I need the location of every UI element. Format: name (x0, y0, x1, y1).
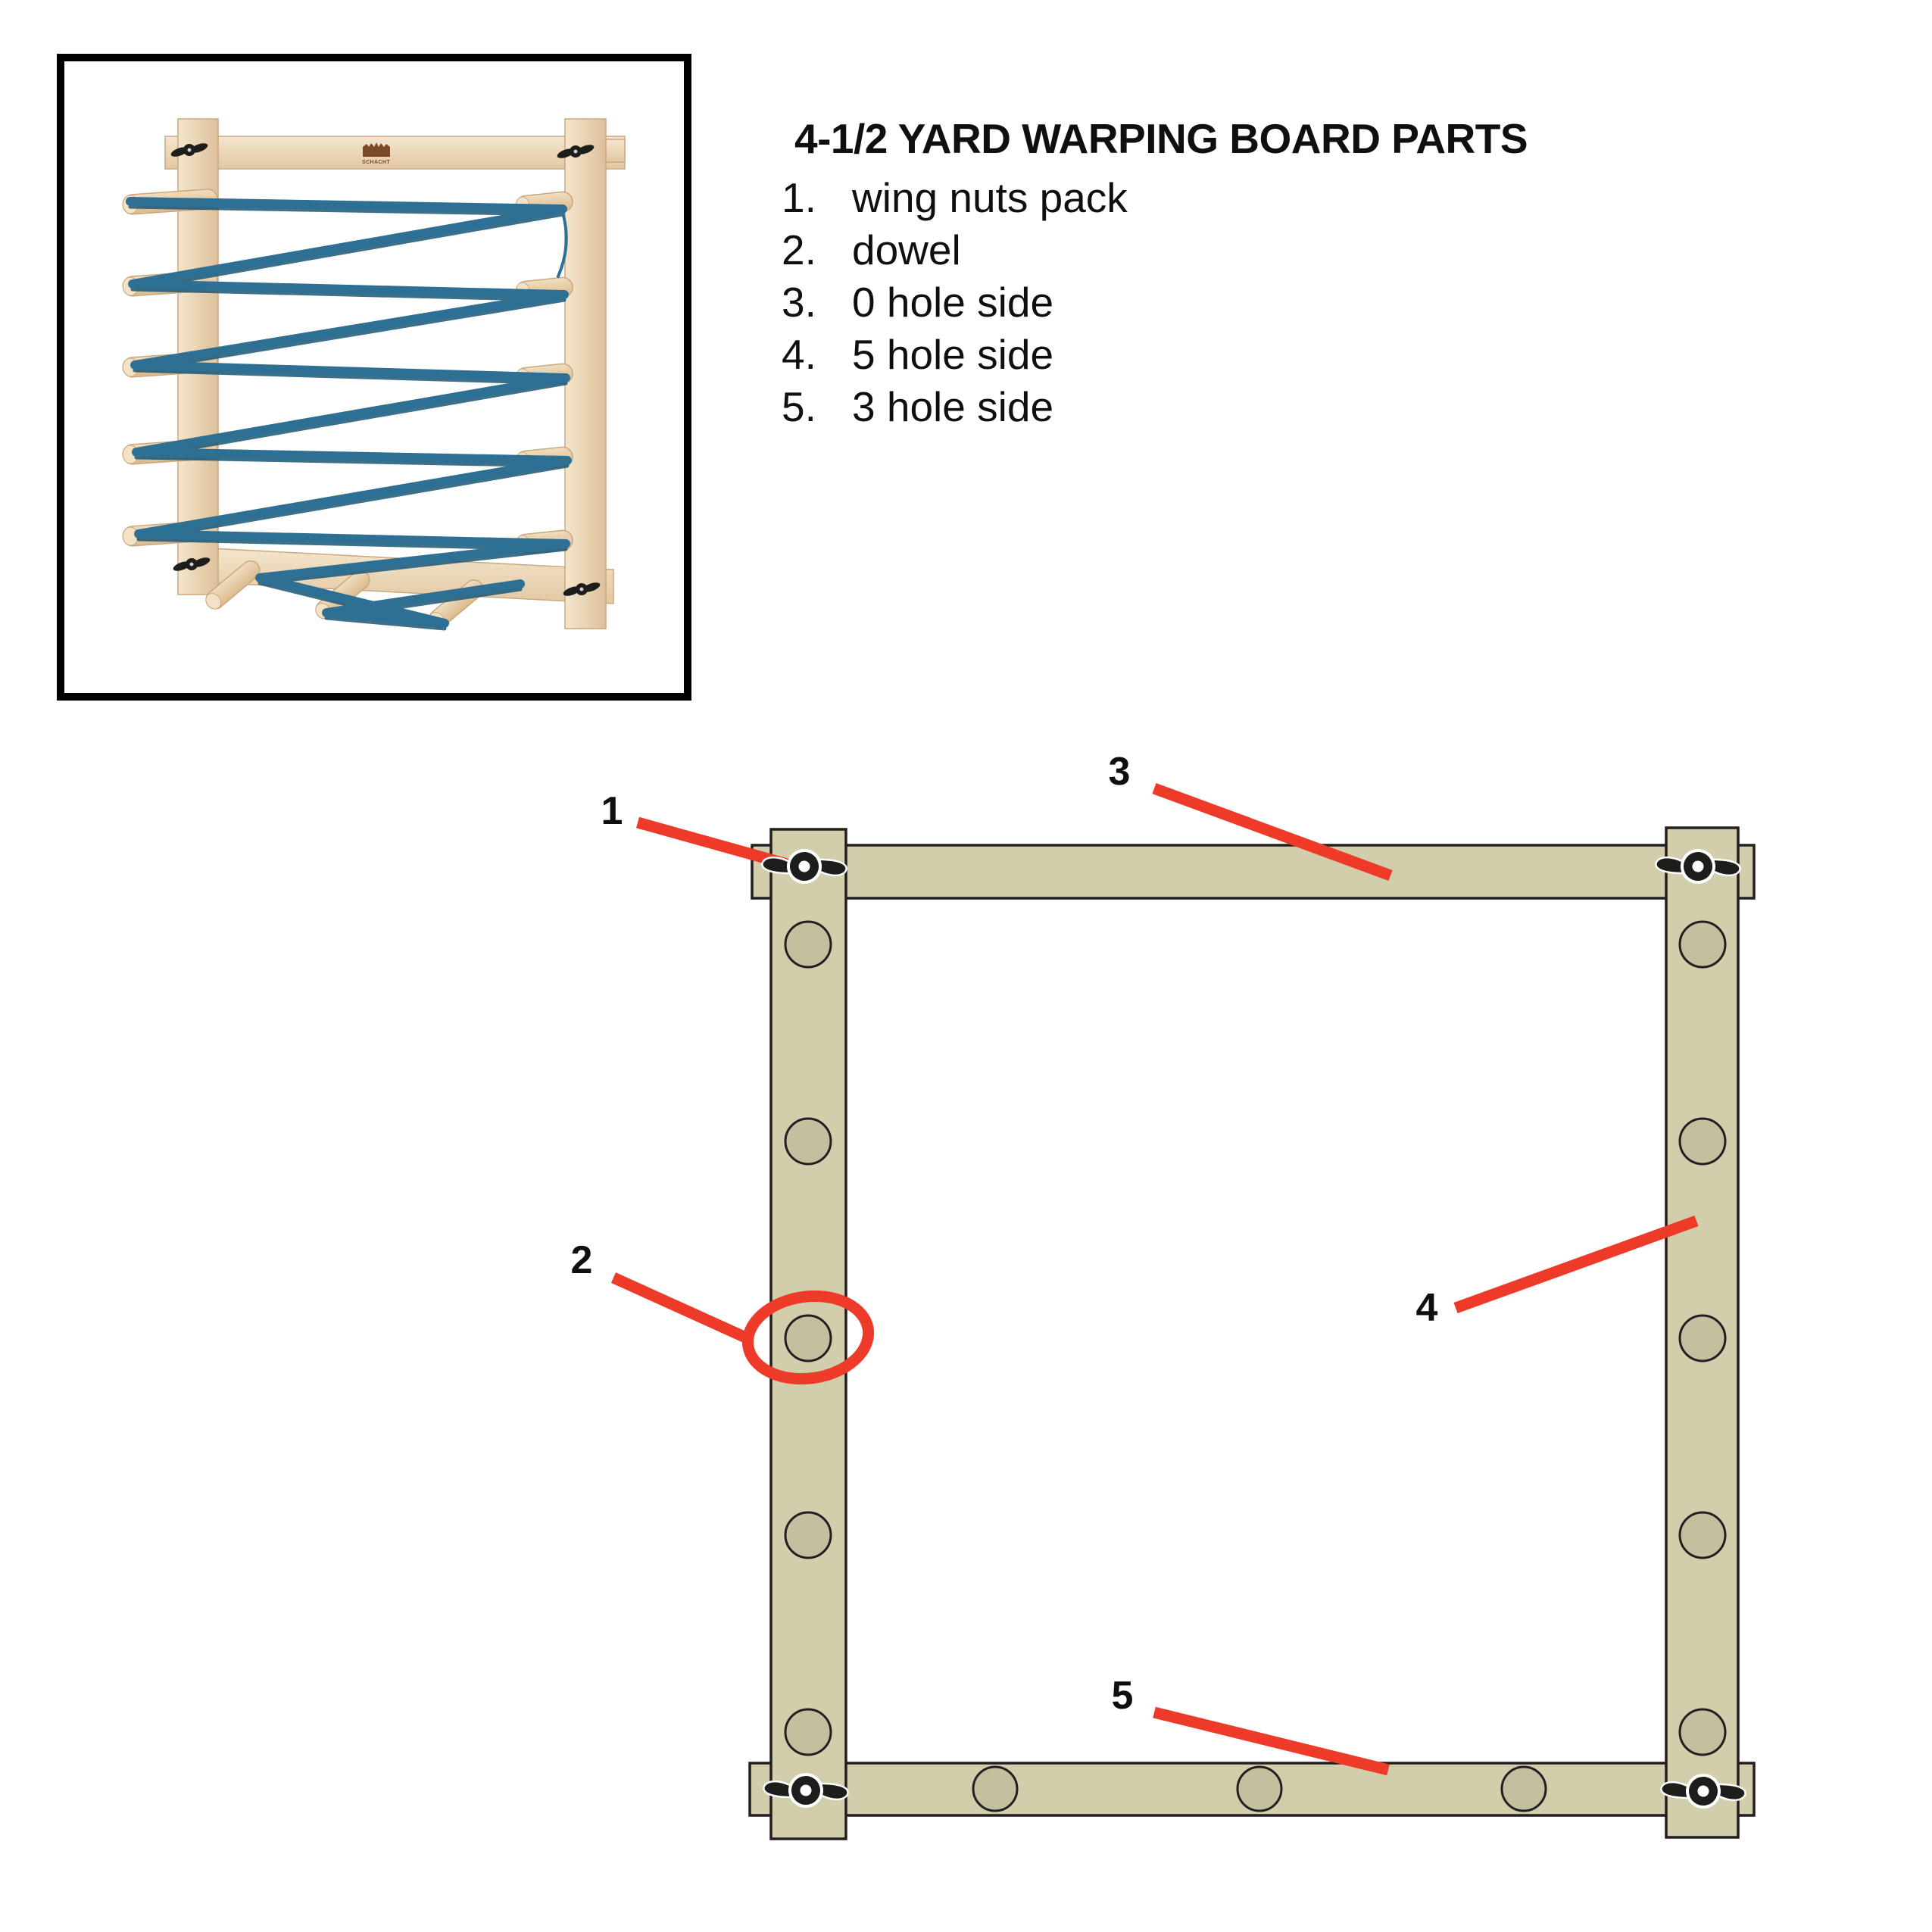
item-number: 5. (782, 383, 816, 431)
peg-hole (1500, 1765, 1547, 1812)
peg-hole (784, 1117, 832, 1166)
peg-hole (1678, 920, 1727, 969)
board-bar-end-cap (605, 139, 626, 163)
parts-rows: 1. wing nuts pack 2. dowel 3. 0 hole sid… (782, 172, 1528, 433)
peg-hole (1678, 1708, 1727, 1756)
peg-hole (972, 1765, 1019, 1812)
list-item: 4. 5 hole side (782, 329, 1528, 381)
schacht-logo: SCHACHT (362, 142, 390, 165)
peg-hole (784, 920, 832, 969)
item-label: 0 hole side (852, 279, 1054, 326)
yarn-tail (557, 211, 568, 278)
parts-list: 4-1/2 YARD WARPING BOARD PARTS 1. wing n… (782, 115, 1528, 433)
item-number: 4. (782, 331, 816, 379)
board-top-bar (164, 136, 626, 170)
item-label: wing nuts pack (852, 174, 1128, 222)
leader-line-5 (1153, 1706, 1390, 1776)
peg-hole (1236, 1765, 1283, 1812)
list-item: 3. 0 hole side (782, 276, 1528, 329)
callout-4-label: 4 (1416, 1286, 1438, 1330)
item-number: 1. (782, 174, 816, 222)
item-label: 3 hole side (852, 383, 1054, 431)
leader-line-3 (1152, 782, 1393, 882)
dowel-circle-highlight (741, 1290, 875, 1385)
yarn-strand (126, 197, 572, 628)
warping-board-photo: SCHACHT (57, 54, 691, 701)
peg-hole (784, 1511, 832, 1559)
item-label: 5 hole side (852, 331, 1054, 379)
peg-hole (784, 1708, 832, 1756)
leader-line-4 (1453, 1215, 1699, 1314)
item-number: 3. (782, 279, 816, 326)
peg-hole (1678, 1511, 1727, 1559)
page-title: 4-1/2 YARD WARPING BOARD PARTS (794, 115, 1528, 162)
item-number: 2. (782, 226, 816, 274)
list-item: 5. 3 hole side (782, 381, 1528, 433)
callout-2-label: 2 (571, 1238, 593, 1282)
peg-hole (1678, 1314, 1727, 1362)
logo-text: SCHACHT (362, 160, 390, 165)
list-item: 2. dowel (782, 224, 1528, 276)
dowel-hole (784, 1314, 832, 1362)
leader-line-2 (610, 1272, 754, 1345)
peg-hole (1678, 1117, 1727, 1166)
bottom-peg (205, 560, 261, 610)
castle-logo-icon (363, 142, 390, 157)
callout-1-label: 1 (601, 789, 623, 833)
callout-3-label: 3 (1109, 750, 1131, 794)
top-rail-0-hole-side (751, 844, 1756, 900)
item-label: dowel (852, 226, 961, 274)
list-item: 1. wing nuts pack (782, 172, 1528, 224)
callout-5-label: 5 (1112, 1674, 1134, 1718)
